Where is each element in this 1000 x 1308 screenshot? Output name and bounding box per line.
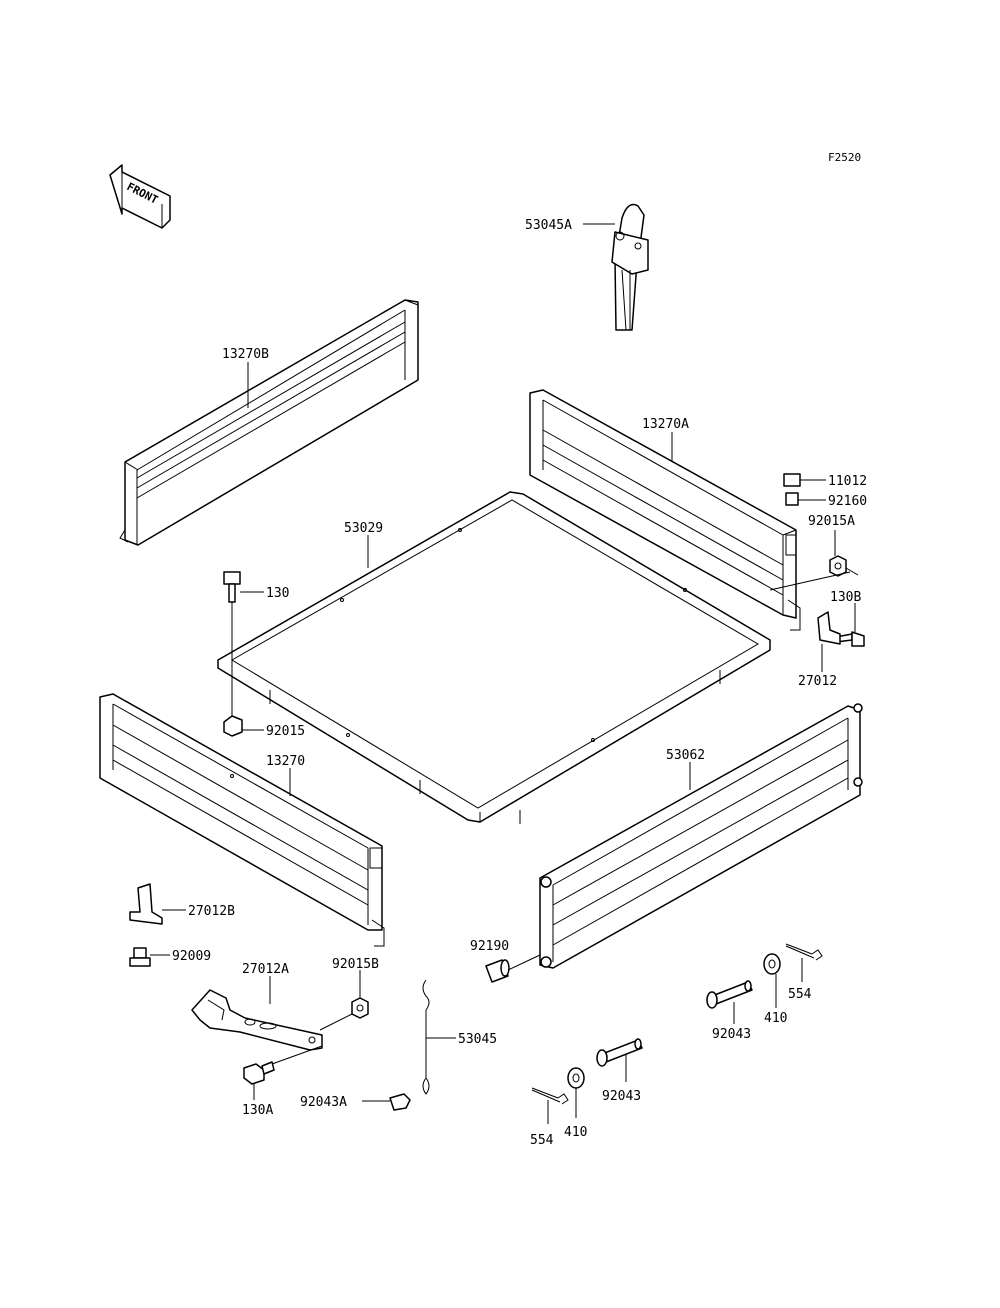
label-92015A: 92015A <box>808 514 855 529</box>
bracket-27012B <box>129 883 163 925</box>
cap-11012 <box>783 473 801 487</box>
pin-92043-left <box>596 1038 643 1067</box>
clip-92043A <box>389 1093 411 1111</box>
bracket-27012 <box>817 611 841 645</box>
label-92043-right: 92043 <box>712 1027 751 1042</box>
label-27012: 27012 <box>798 674 837 689</box>
label-92015B: 92015B <box>332 957 379 972</box>
cable-53045 <box>422 979 430 1095</box>
cap-92160 <box>785 492 799 506</box>
label-410-left: 410 <box>564 1125 587 1140</box>
label-13270B: 13270B <box>222 347 269 362</box>
label-410-right: 410 <box>764 1011 787 1026</box>
label-130A: 130A <box>242 1103 273 1118</box>
label-53029: 53029 <box>344 521 383 536</box>
label-13270: 13270 <box>266 754 305 769</box>
label-92043A: 92043A <box>300 1095 347 1110</box>
front-arrow-icon: FRONT <box>109 164 171 229</box>
label-13270A: 13270A <box>642 417 689 432</box>
label-11012: 11012 <box>828 474 867 489</box>
collar-92190 <box>485 959 510 983</box>
clip-554-left <box>531 1087 569 1105</box>
bolt-130A <box>243 1061 275 1085</box>
label-92160: 92160 <box>828 494 867 509</box>
label-130: 130 <box>266 586 289 601</box>
latch-53045A <box>611 203 649 331</box>
bolt-130 <box>223 571 241 603</box>
nut-92015A <box>829 555 847 577</box>
nut-92015 <box>223 715 243 737</box>
pin-92043-right <box>706 980 753 1009</box>
plate-27012A <box>191 989 323 1051</box>
label-53062: 53062 <box>666 748 705 763</box>
washer-410-right <box>763 953 781 975</box>
label-92015: 92015 <box>266 724 305 739</box>
bolt-92009 <box>129 947 151 967</box>
washer-410-left <box>567 1067 585 1089</box>
label-53045: 53045 <box>458 1032 497 1047</box>
label-92190: 92190 <box>470 939 509 954</box>
nut-92015B <box>351 997 369 1019</box>
panel-13270A <box>529 389 801 631</box>
diagram-code: F2520 <box>828 151 861 164</box>
panel-13270B <box>119 299 419 546</box>
label-554-left: 554 <box>530 1133 554 1148</box>
label-53045A: 53045A <box>525 218 572 233</box>
label-92009: 92009 <box>172 949 211 964</box>
label-27012A: 27012A <box>242 962 289 977</box>
panel-13270 <box>99 693 385 947</box>
clip-554-right <box>785 943 823 961</box>
label-92043-left: 92043 <box>602 1089 641 1104</box>
tailgate-53062 <box>539 703 863 969</box>
label-27012B: 27012B <box>188 904 235 919</box>
frame-53029 <box>217 491 771 824</box>
label-554-right: 554 <box>788 987 812 1002</box>
label-130B: 130B <box>830 590 861 605</box>
